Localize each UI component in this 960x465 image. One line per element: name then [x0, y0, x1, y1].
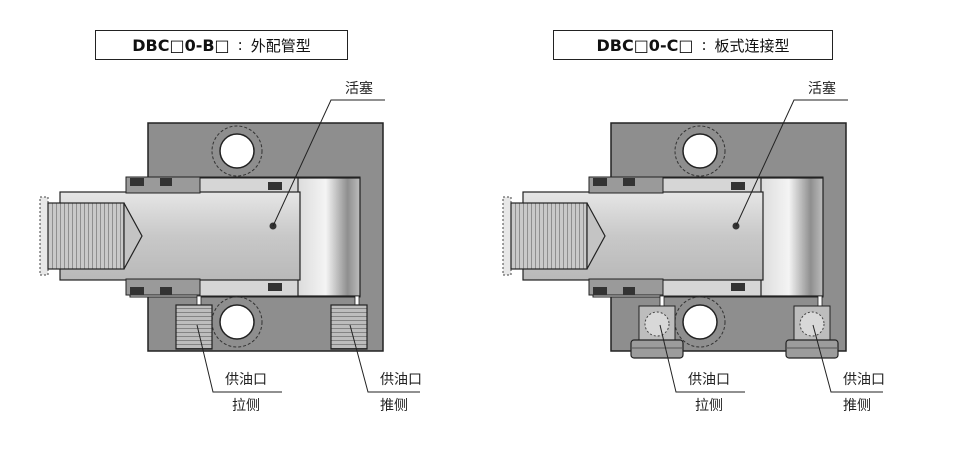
left-title-separator: : — [237, 36, 243, 54]
right-pull-port-label: 供油口 — [688, 372, 730, 388]
left-pull-port-label: 供油口 — [225, 372, 267, 388]
right-piston-label: 活塞 — [808, 81, 836, 97]
left-model-code: DBC□0-B□ — [132, 35, 230, 55]
right-title-box: DBC□0-C□ : 板式连接型 — [553, 30, 833, 60]
right-push-port-label: 供油口 — [843, 372, 885, 388]
right-model-code: DBC□0-C□ — [596, 35, 694, 55]
right-cylinder-drawing — [502, 99, 884, 393]
right-push-side-label: 推侧 — [843, 398, 871, 414]
right-model-description: 板式连接型 — [714, 36, 790, 55]
left-push-port-label: 供油口 — [380, 372, 422, 388]
right-title-separator: : — [701, 36, 707, 54]
left-push-side-label: 推侧 — [380, 398, 408, 414]
left-piston-label: 活塞 — [345, 81, 373, 97]
right-pull-side-label: 拉侧 — [695, 398, 723, 414]
left-model-description: 外配管型 — [250, 36, 311, 55]
left-pull-side-label: 拉侧 — [232, 398, 260, 414]
left-cylinder-drawing — [39, 99, 421, 393]
left-title-box: DBC□0-B□ : 外配管型 — [95, 30, 348, 60]
